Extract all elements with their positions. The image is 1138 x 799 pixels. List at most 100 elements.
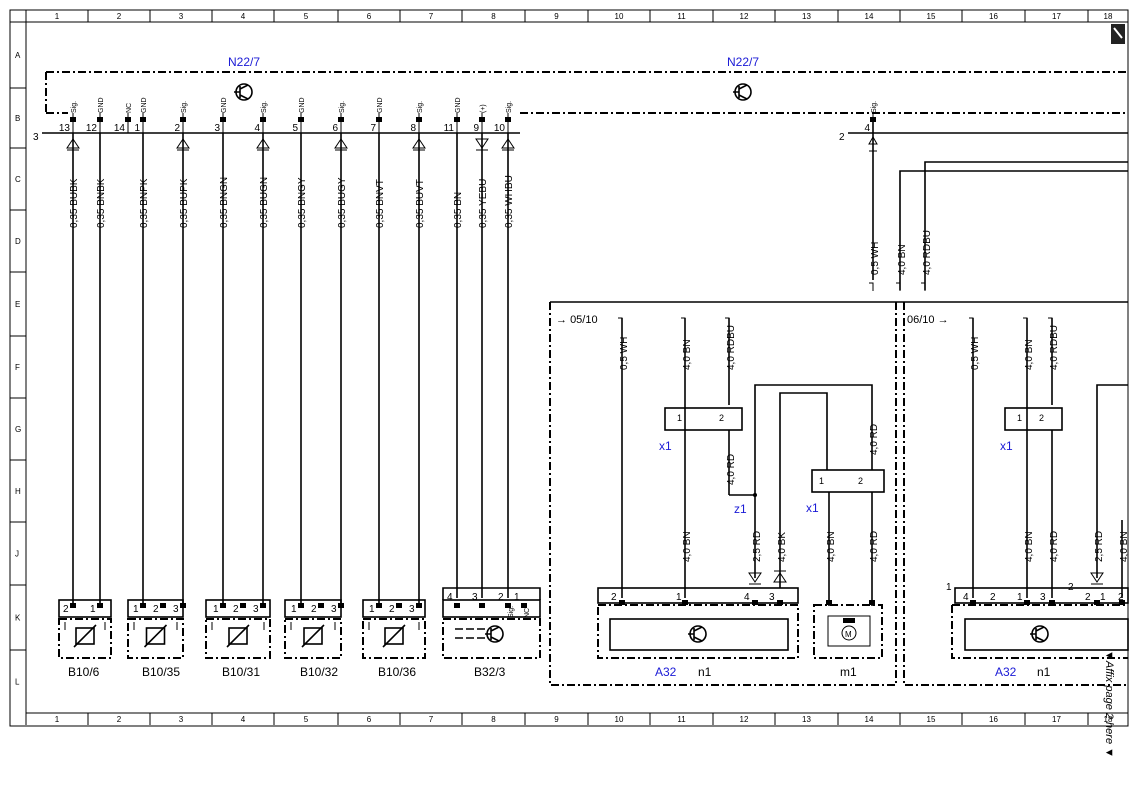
pin-label: 3 [253,604,259,615]
pin-label: 1 [1017,592,1023,603]
column-label: 12 [740,715,749,724]
sensor-label: B10/6 [68,665,100,679]
wire-label: 0,35 BNPK [139,178,150,228]
wire-label: 0,5 WH [970,337,981,370]
column-label: 10 [615,12,624,21]
column-label: 1 [55,715,60,724]
column-label: 2 [117,715,122,724]
pin-label: 2 [1039,413,1044,423]
sensor-label: B32/3 [474,665,506,679]
pin-number: 4 [254,123,260,134]
sensor-label: B10/31 [222,665,260,679]
column-label: 13 [802,715,811,724]
column-label: 18 [1104,715,1113,724]
arrow-up-icon [501,138,515,151]
arrow-up-icon [773,570,787,583]
pin-marker [1024,600,1030,605]
column-label: 3 [179,715,184,724]
column-label: 12 [740,12,749,21]
pin-number: 7 [370,123,376,134]
pin-marker [505,603,511,608]
column-label: 8 [491,715,496,724]
pin-marker [260,603,266,608]
led-arrows-icon [455,628,463,639]
column-label: 14 [865,715,874,724]
pin-label: 1 [677,413,682,423]
pin-marker [240,603,246,608]
x1-label: x1 [1000,439,1013,453]
column-label: 13 [802,12,811,21]
pin-marker [1094,600,1100,605]
pin-label: 3 [409,604,415,615]
terminal-icon [681,317,686,326]
wire-label: 4,0 BN [682,531,693,562]
connector-housing [205,599,271,618]
row-label: E [15,300,20,309]
arrow-down-icon [1090,572,1104,585]
pin-signal-label: Sig. [417,101,424,113]
row-label: K [15,614,21,623]
terminal-icon [1023,317,1028,326]
pin-marker [619,600,625,605]
lead-line [133,622,178,630]
pin-marker [869,600,875,605]
pin-label: 2 [719,413,724,423]
pin-number: 1 [134,123,140,134]
pin-number: 8 [410,123,416,134]
pin-label: 4 [963,592,969,603]
arrow-up-icon [66,138,80,151]
column-label: 15 [927,715,936,724]
sensor-label: B10/36 [378,665,416,679]
section-06-10: 06/10 → x1 1 2 A32 n1 1 2 [903,302,1129,686]
column-label: 11 [677,715,686,724]
wire-label: 4,0 RD [726,454,737,485]
pin-label: 2 [1068,582,1074,593]
column-label: 4 [241,12,246,21]
pin-marker [318,603,324,608]
pin-marker [376,603,382,608]
pin-number: 11 [444,123,455,134]
pin-label: 2 [990,592,996,603]
row-label: H [15,487,21,496]
pin-label: 1 [946,582,952,593]
pin-label: 1 [1100,592,1106,603]
transistor-icon [733,83,752,101]
variable-resistor-icon [226,624,250,648]
transistor-icon [485,626,500,642]
wire-label: 0,35 BNBK [96,178,107,228]
pin-marker [454,603,460,608]
lead-line [368,622,420,630]
pin-signal-label: Sig. [71,101,78,113]
connector-housing [284,599,342,618]
column-label: 15 [927,12,936,21]
connector-housing [58,599,112,618]
pin-signal-label: GND [299,97,306,113]
pin-label: 4 [744,592,750,603]
lead-line [64,622,106,630]
section-ref: → 05/10 [556,314,598,326]
pin-signal-label: GND [141,97,148,113]
row-label: G [15,425,21,434]
wire-label: 4,0 RD [869,424,880,455]
pin-signal-label: Sig. [506,101,513,113]
pin-label: 3 [769,592,775,603]
pin-signal-label: (+) [480,104,487,113]
column-label: 5 [304,12,309,21]
pin-label: 2 [233,604,239,615]
resistor-icon [303,627,323,645]
pin-signal-label: NC [126,103,133,113]
wire-label: 0,35 YEBU [478,179,489,228]
pin-label: 3 [1040,592,1046,603]
pin-signal-label: Sig. [339,101,346,113]
pin-number: 9 [473,123,479,134]
pin-label: 3 [173,604,179,615]
sensor-box [362,618,426,659]
affix-note: ▼Affix page 2 here ▼ [1103,650,1115,758]
n1-label: n1 [698,665,712,679]
wire-label: 0,35 BN [453,192,464,228]
pin-number: 14 [114,123,126,134]
pin-label: 2 [858,476,863,486]
page-tab-icon [1111,24,1125,44]
